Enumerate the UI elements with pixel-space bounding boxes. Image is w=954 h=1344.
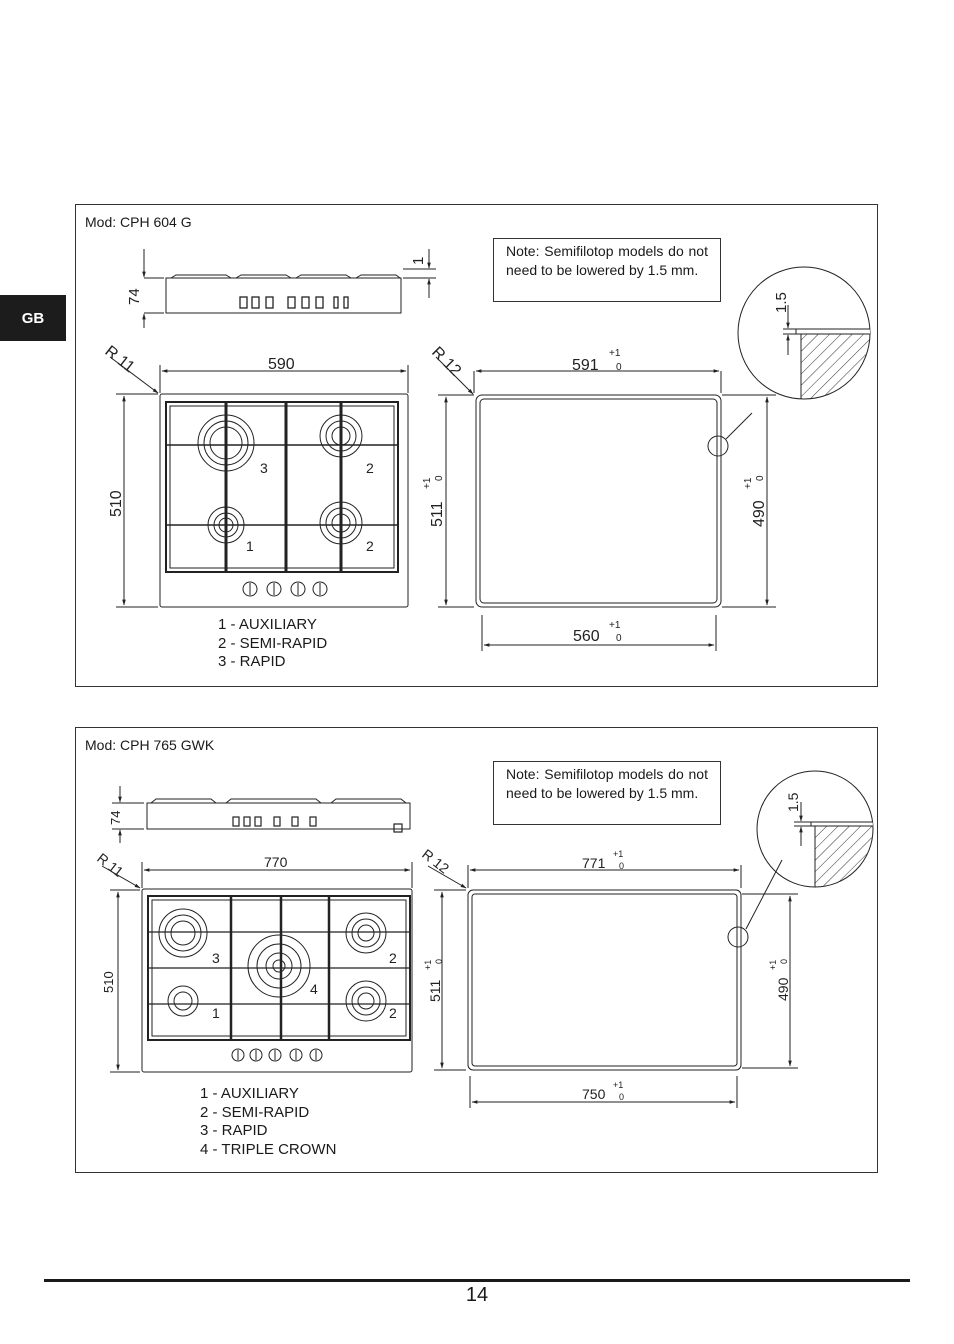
dim-radius-hob: R 11 bbox=[102, 343, 138, 377]
tolerance-plus: +1 bbox=[609, 348, 621, 359]
dim-height: 74 bbox=[108, 811, 123, 825]
technical-drawing-765: 3 2 4 1 2 bbox=[94, 770, 874, 1108]
hob-dimensions bbox=[101, 862, 413, 1073]
tolerance-zero: 0 bbox=[755, 475, 766, 481]
language-tab: GB bbox=[0, 295, 66, 341]
legend-item: 3 - RAPID bbox=[218, 653, 286, 670]
tolerance-plus: +1 bbox=[609, 620, 621, 631]
tolerance-plus: +1 bbox=[743, 477, 754, 489]
panel-cph-604-g: 3 2 1 2 bbox=[75, 204, 878, 687]
legend-item: 2 - SEMI-RAPID bbox=[200, 1103, 310, 1121]
dim-inner-depth: 490 bbox=[751, 500, 768, 527]
legend-item: 4 - TRIPLE CROWN bbox=[200, 1140, 337, 1158]
dim-cutout-width: 591 bbox=[572, 357, 599, 374]
dim-inner-depth: 490 bbox=[775, 977, 791, 1001]
tolerance-zero: 0 bbox=[616, 633, 622, 644]
burner-label: 4 bbox=[310, 981, 318, 997]
dim-inner-width: 750 bbox=[582, 1086, 606, 1102]
tolerance-plus: +1 bbox=[768, 960, 778, 970]
tolerance-plus: +1 bbox=[423, 960, 433, 970]
burner-label: 2 bbox=[366, 460, 374, 476]
legend-item: 1 - AUXILIARY bbox=[218, 616, 317, 633]
hob-top-view bbox=[159, 393, 409, 608]
tolerance-plus: +1 bbox=[422, 477, 433, 489]
dim-inner-width: 560 bbox=[573, 628, 600, 645]
cutout-view bbox=[427, 859, 798, 1108]
panel-cph-765-gwk: 3 2 4 1 2 bbox=[75, 727, 878, 1173]
burner-legend: 1 - AUXILIARY 2 - SEMI-RAPID 3 - RAPID 4… bbox=[200, 1085, 336, 1159]
semifilotop-note: Note: Semifilotop models do not need to … bbox=[493, 761, 721, 825]
detail-circle bbox=[737, 266, 871, 400]
dim-cutout-width: 771 bbox=[582, 855, 606, 871]
dim-cutout-depth: 511 bbox=[427, 979, 443, 1002]
dim-hob-depth: 510 bbox=[101, 971, 116, 993]
dim-offset: 1 bbox=[410, 257, 427, 265]
burner-legend: 1 - AUXILIARY 2 - SEMI-RAPID 3 - RAPID bbox=[218, 616, 327, 672]
tolerance-zero: 0 bbox=[434, 475, 445, 481]
detail-circle bbox=[756, 770, 874, 888]
model-label: Mod: CPH 604 G bbox=[85, 214, 192, 230]
dim-radius-cutout: R 12 bbox=[419, 846, 452, 877]
burner-label: 3 bbox=[212, 950, 220, 966]
hob-top-view bbox=[141, 888, 413, 1073]
dim-hob-width: 590 bbox=[268, 356, 295, 373]
legend-item: 2 - SEMI-RAPID bbox=[218, 634, 328, 652]
burner-label: 1 bbox=[246, 538, 254, 554]
burner-label: 2 bbox=[389, 1005, 397, 1021]
hob-side-view bbox=[112, 786, 411, 843]
tolerance-plus: +1 bbox=[613, 1080, 623, 1090]
footer-rule bbox=[44, 1279, 910, 1282]
tolerance-zero: 0 bbox=[434, 959, 444, 964]
dim-detail: 1.5 bbox=[785, 792, 801, 812]
model-label: Mod: CPH 765 GWK bbox=[85, 737, 215, 753]
hob-side-view bbox=[142, 249, 436, 328]
semifilotop-note: Note: Semifilotop models do not need to … bbox=[493, 238, 721, 302]
hob-dimensions bbox=[109, 356, 409, 608]
burner-label: 2 bbox=[389, 950, 397, 966]
tolerance-zero: 0 bbox=[619, 861, 624, 871]
tolerance-zero: 0 bbox=[616, 362, 622, 373]
burner-label: 1 bbox=[212, 1005, 220, 1021]
legend-item: 1 - AUXILIARY bbox=[200, 1085, 299, 1102]
tolerance-zero: 0 bbox=[779, 959, 789, 964]
burner-label: 3 bbox=[260, 460, 268, 476]
page-number: 14 bbox=[465, 1284, 489, 1306]
cutout-view bbox=[435, 356, 776, 651]
dim-radius-cutout: R 12 bbox=[428, 344, 464, 380]
legend-item: 3 - RAPID bbox=[200, 1122, 268, 1139]
dim-radius-hob: R 11 bbox=[94, 850, 127, 880]
burner-label: 2 bbox=[366, 538, 374, 554]
dim-hob-width: 770 bbox=[264, 854, 288, 870]
dim-detail: 1.5 bbox=[773, 292, 790, 313]
technical-drawing-604: 3 2 1 2 bbox=[102, 249, 871, 651]
dim-cutout-depth: 511 bbox=[429, 501, 446, 527]
tolerance-plus: +1 bbox=[613, 849, 623, 859]
dim-hob-depth: 510 bbox=[108, 490, 125, 517]
dim-height: 74 bbox=[126, 288, 143, 305]
tolerance-zero: 0 bbox=[619, 1092, 624, 1102]
